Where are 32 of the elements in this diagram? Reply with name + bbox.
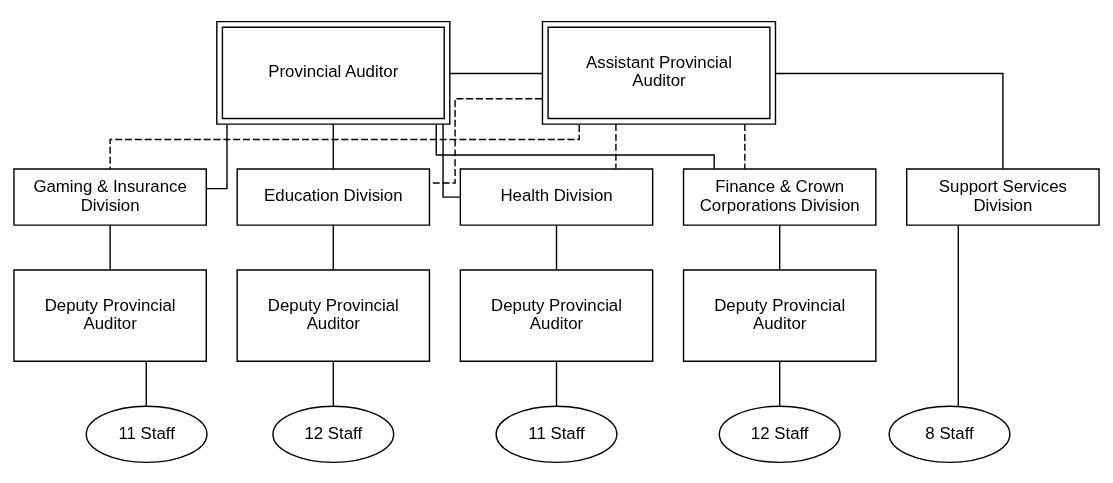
connector <box>744 122 746 169</box>
connector <box>449 72 543 74</box>
connector <box>205 123 228 189</box>
node-box: Deputy Provincial Auditor <box>459 268 654 362</box>
node-ellipse: 11 Staff <box>495 405 618 463</box>
connector <box>332 122 334 169</box>
node-ellipse: 11 Staff <box>85 405 208 463</box>
node-box: Finance & Crown Corporations Division <box>682 167 877 226</box>
connector <box>332 360 334 407</box>
node-box: Assistant Provincial Auditor <box>541 20 777 125</box>
node-ellipse: 8 Staff <box>888 405 1011 463</box>
connector <box>775 72 1004 169</box>
node-box: Support Services Division <box>906 167 1100 226</box>
connector <box>555 224 558 270</box>
connector <box>109 224 111 270</box>
connector <box>957 224 960 407</box>
connector <box>145 360 147 407</box>
node-box: Deputy Provincial Auditor <box>13 268 207 362</box>
node-ellipse: 12 Staff <box>272 405 395 463</box>
node-box: Education Division <box>236 167 431 226</box>
connector <box>615 122 617 169</box>
node-box: Health Division <box>459 167 654 226</box>
connector <box>555 360 558 407</box>
node-box: Deputy Provincial Auditor <box>236 268 431 362</box>
connector <box>779 224 781 270</box>
connector <box>442 122 461 198</box>
node-box: Provincial Auditor <box>216 20 451 125</box>
connector <box>332 224 334 270</box>
connector <box>779 360 781 407</box>
node-box: Deputy Provincial Auditor <box>682 268 877 362</box>
node-box: Gaming & Insurance Division <box>13 167 207 226</box>
node-ellipse: 12 Staff <box>718 405 841 463</box>
